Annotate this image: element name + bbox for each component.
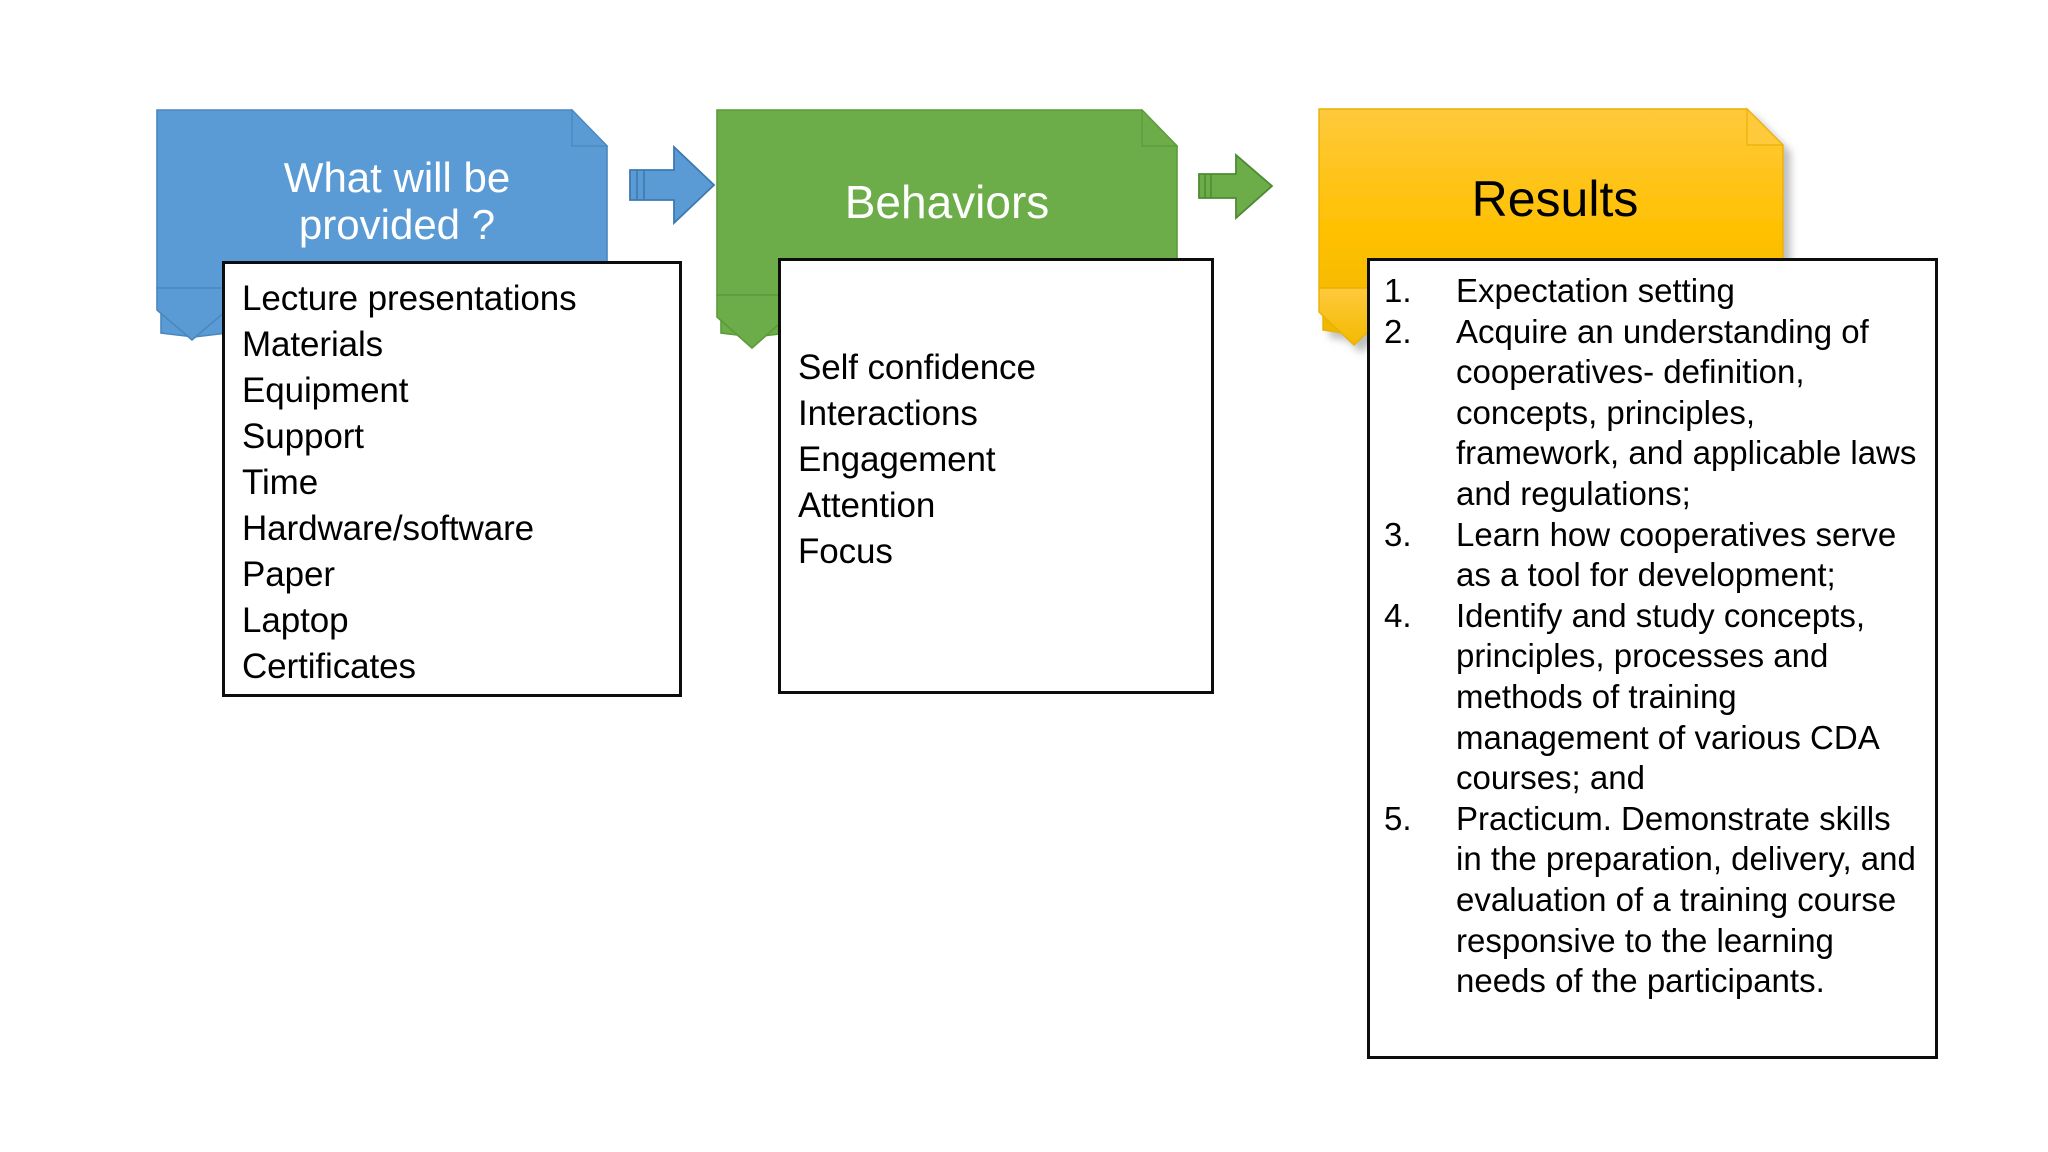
list-item: Focus xyxy=(798,532,893,571)
list-item: Materials xyxy=(242,325,384,364)
list-box-results: 1. Expectation setting 2. Acquire an und… xyxy=(1367,258,1938,1059)
list-item: Interactions xyxy=(798,394,978,433)
list-item: Lecture presentations xyxy=(242,279,577,318)
list-item: Certificates xyxy=(242,647,416,686)
list-item-text: Learn how cooperatives serve as a tool f… xyxy=(1456,515,1897,594)
provided-item-list: Lecture presentations Materials Equipmen… xyxy=(242,276,577,690)
connector-arrow-provided-to-behaviors xyxy=(622,140,718,230)
list-item: 4. Identify and study concepts, principl… xyxy=(1384,596,1924,799)
right-arrow-icon xyxy=(629,144,716,226)
list-item: Equipment xyxy=(242,371,409,410)
list-item: Attention xyxy=(798,486,936,525)
list-item: 5. Practicum. Demonstrate skills in the … xyxy=(1384,799,1924,1002)
list-item: Engagement xyxy=(798,440,996,479)
list-box-behaviors: Self confidence Interactions Engagement … xyxy=(778,258,1214,694)
results-item-list: 1. Expectation setting 2. Acquire an und… xyxy=(1384,271,1924,1002)
list-item-number: 4. xyxy=(1384,596,1412,634)
list-item: Hardware/software xyxy=(242,509,535,548)
list-item-text: Practicum. Demonstrate skills in the pre… xyxy=(1456,799,1916,1000)
list-item: 2. Acquire an understanding of cooperati… xyxy=(1384,312,1924,515)
list-item: 1. Expectation setting xyxy=(1384,271,1924,312)
connector-arrow-behaviors-to-results xyxy=(1192,148,1278,224)
list-item-number: 5. xyxy=(1384,799,1412,837)
list-item-text: Expectation setting xyxy=(1456,272,1735,309)
list-item-text: Identify and study concepts, principles,… xyxy=(1456,596,1878,797)
right-arrow-icon xyxy=(1198,153,1274,221)
list-item: Paper xyxy=(242,555,335,594)
list-item-text: Acquire an understanding of cooperatives… xyxy=(1456,312,1917,512)
list-item: Support xyxy=(242,417,364,456)
list-item: 3. Learn how cooperatives serve as a too… xyxy=(1384,515,1924,596)
list-item: Time xyxy=(242,463,319,502)
list-item: Self confidence xyxy=(798,348,1036,387)
list-box-provided: Lecture presentations Materials Equipmen… xyxy=(222,261,682,697)
list-item-number: 3. xyxy=(1384,515,1412,553)
list-item-number: 2. xyxy=(1384,312,1412,350)
behaviors-item-list: Self confidence Interactions Engagement … xyxy=(798,345,1036,575)
list-item: Laptop xyxy=(242,601,349,640)
list-item-number: 1. xyxy=(1384,272,1412,309)
